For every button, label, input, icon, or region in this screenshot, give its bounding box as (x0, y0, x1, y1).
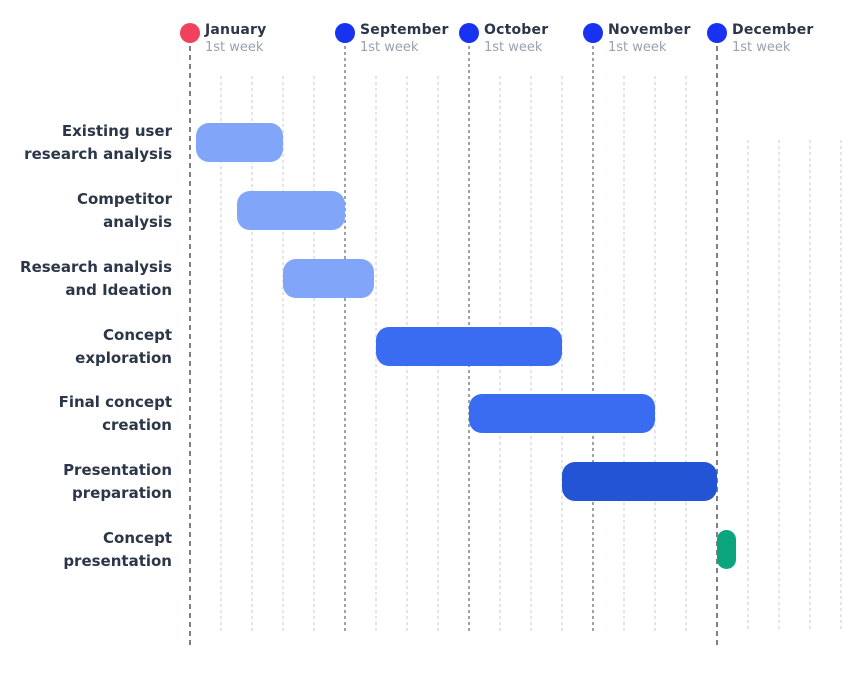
gridline-month-september (344, 46, 346, 632)
month-subtitle: 1st week (608, 40, 667, 55)
task-label-line: Concept (103, 528, 172, 547)
task-label-line: analysis (103, 212, 172, 231)
task-label: Research analysis and Ideation (0, 255, 172, 302)
month-label: November (608, 22, 691, 38)
task-bar (469, 394, 655, 433)
month-dot-icon (707, 23, 727, 43)
task-label: Presentation preparation (0, 458, 172, 505)
gridline-week (809, 140, 811, 632)
task-label-line: Research analysis (20, 257, 172, 276)
month-dot-icon (180, 23, 200, 43)
month-dot-icon (459, 23, 479, 43)
task-label-line: and Ideation (65, 280, 172, 299)
month-subtitle: 1st week (484, 40, 543, 55)
task-label-line: Existing user (61, 121, 172, 140)
gridline-week (220, 76, 222, 632)
gridline-week (623, 76, 625, 632)
gridline-week (685, 76, 687, 632)
month-label: January (205, 22, 267, 38)
gridline-week (561, 76, 563, 632)
task-label: Final concept creation (0, 390, 172, 437)
task-label-line: Concept (103, 325, 172, 344)
task-label: Concept presentation (0, 526, 172, 573)
month-subtitle: 1st week (732, 40, 791, 55)
gridline-week (313, 76, 315, 632)
task-label-line: presentation (63, 551, 172, 570)
gridline-month-january (189, 46, 191, 648)
task-bar (376, 327, 562, 366)
task-bar (283, 259, 375, 298)
month-label: December (732, 22, 814, 38)
month-subtitle: 1st week (360, 40, 419, 55)
month-dot-icon (583, 23, 603, 43)
task-bar (196, 123, 283, 162)
month-label: September (360, 22, 449, 38)
gridline-week (654, 76, 656, 632)
task-bar (562, 462, 717, 501)
gridline-month-november (592, 46, 594, 632)
task-label: Concept exploration (0, 323, 172, 370)
task-label-line: Competitor (76, 189, 172, 208)
month-subtitle: 1st week (205, 40, 264, 55)
month-dot-icon (335, 23, 355, 43)
task-label-line: research analysis (24, 144, 172, 163)
gridline-week (840, 140, 842, 632)
task-label-line: exploration (75, 348, 172, 367)
task-label-line: Presentation (63, 460, 172, 479)
task-label: Existing user research analysis (0, 119, 172, 166)
task-label-line: Final concept (58, 392, 172, 411)
task-bar (717, 530, 736, 569)
gridline-month-december (716, 46, 718, 648)
gridline-week (251, 76, 253, 632)
task-bar (236, 191, 345, 230)
gridline-week (282, 76, 284, 632)
task-label-line: preparation (72, 483, 172, 502)
month-label: October (484, 22, 549, 38)
task-label-line: creation (102, 415, 172, 434)
task-label: Competitor analysis (0, 187, 172, 234)
gridline-week (747, 140, 749, 632)
gridline-week (778, 140, 780, 632)
